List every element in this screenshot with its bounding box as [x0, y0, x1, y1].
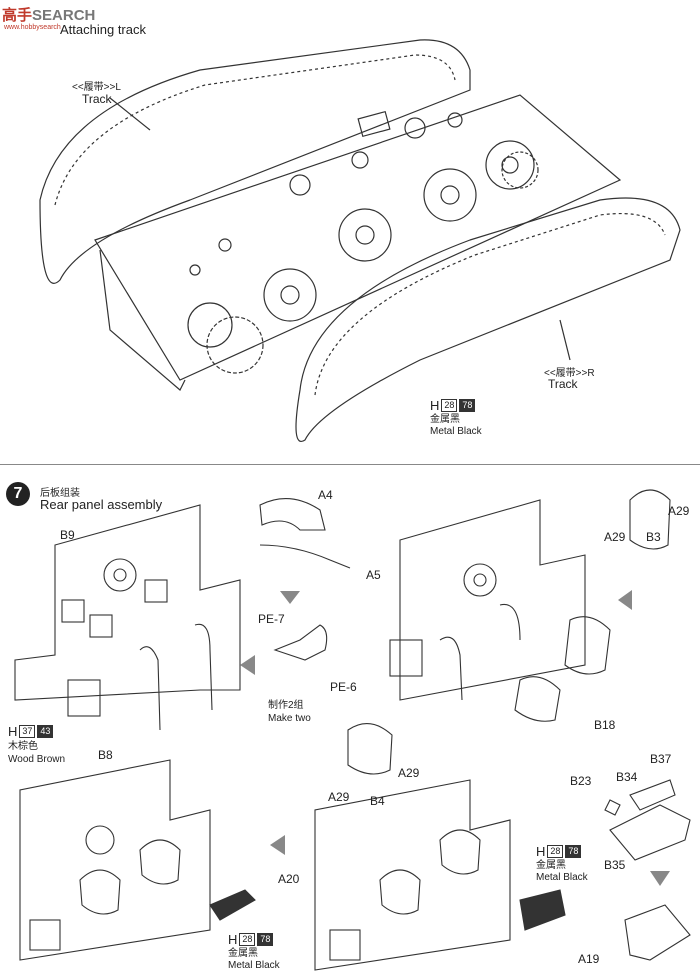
make-two-cn: 制作2组: [268, 700, 304, 711]
step7-title-cn: 后板组装: [40, 488, 80, 499]
arrow-down-1: [650, 871, 670, 886]
part-pe7: [273, 624, 328, 661]
part-label-b35: B35: [604, 858, 626, 872]
part-label-b8: B8: [98, 748, 113, 762]
part-label-a5: A5: [366, 568, 381, 582]
paint-top-cn: 金属黑: [430, 414, 460, 425]
paint-top-en: Metal Black: [430, 426, 482, 437]
part-label-a29-top-right: A29: [668, 504, 690, 518]
part-b34: [629, 779, 676, 811]
paint-bm-cn: 金属黑: [536, 860, 566, 871]
track-left-label: Track: [82, 92, 112, 106]
part-b35: [609, 804, 691, 861]
part-label-b34: B34: [616, 770, 638, 784]
paint-bl-en: Metal Black: [228, 960, 280, 971]
part-label-a19: A19: [578, 952, 600, 966]
part-label-a29-top-left: A29: [604, 530, 626, 544]
arrow-left-3: [270, 835, 285, 855]
step7-title: Rear panel assembly: [40, 497, 163, 512]
road-wheel-1: [263, 268, 317, 322]
part-label-a29-mid-left: A29: [328, 790, 350, 804]
part-b4: [347, 723, 393, 775]
part-b3-copy: [564, 616, 611, 675]
rear-panel-1: [14, 504, 241, 701]
make-two-label: Make two: [268, 713, 311, 724]
part-b8-box: [67, 679, 101, 717]
site-logo-url: www.hobbysearch: [4, 24, 61, 31]
track-left: [39, 39, 471, 284]
part-a19: [624, 904, 691, 961]
rear-panel-4: [314, 779, 511, 971]
paint-bm-en: Metal Black: [536, 872, 588, 883]
part-label-pe6: PE-6: [330, 680, 357, 694]
road-wheel-3: [423, 168, 477, 222]
road-wheel-4: [485, 140, 535, 190]
part-label-b23: B23: [570, 774, 592, 788]
part-label-b37: B37: [650, 752, 672, 766]
part-label-b4: B4: [370, 794, 385, 808]
rear-panel-3: [19, 759, 211, 961]
part-label-b9: B9: [60, 528, 75, 542]
part-label-a4: A4: [318, 488, 333, 502]
site-logo[interactable]: 高手SEARCH: [2, 7, 96, 24]
part-a4: [259, 498, 326, 531]
part-b3: [629, 489, 671, 550]
track-right: [295, 197, 681, 442]
step-number-badge: 7: [6, 482, 30, 506]
track-right-cn-label: <<履带>>R: [544, 368, 595, 379]
sprocket: [206, 316, 264, 374]
rear-panel-2: [399, 499, 586, 701]
paint-wood-cn: 木棕色: [8, 741, 38, 752]
part-b23: [604, 799, 621, 816]
paint-bl-cn: 金属黑: [228, 948, 258, 959]
track-right-label: Track: [548, 377, 578, 391]
road-wheel-2: [338, 208, 392, 262]
paint-wood-en: Wood Brown: [8, 754, 66, 765]
arrow-down-2: [280, 591, 300, 604]
arrow-left-2: [618, 590, 632, 610]
arrow-left-1: [240, 655, 255, 675]
section-divider: [0, 464, 700, 465]
part-a20: [209, 889, 256, 921]
part-label-b18: B18: [594, 718, 616, 732]
part-label-pe7: PE-7: [258, 612, 285, 626]
part-label-a20: A20: [278, 872, 300, 886]
hull-plate: [94, 94, 622, 381]
part-label-b3: B3: [646, 530, 661, 544]
hull-side: [99, 249, 186, 391]
step6-title: Attaching track: [60, 22, 146, 37]
track-left-cn-label: <<履带>>L: [72, 82, 121, 93]
part-label-a29-mid: A29: [398, 766, 420, 780]
